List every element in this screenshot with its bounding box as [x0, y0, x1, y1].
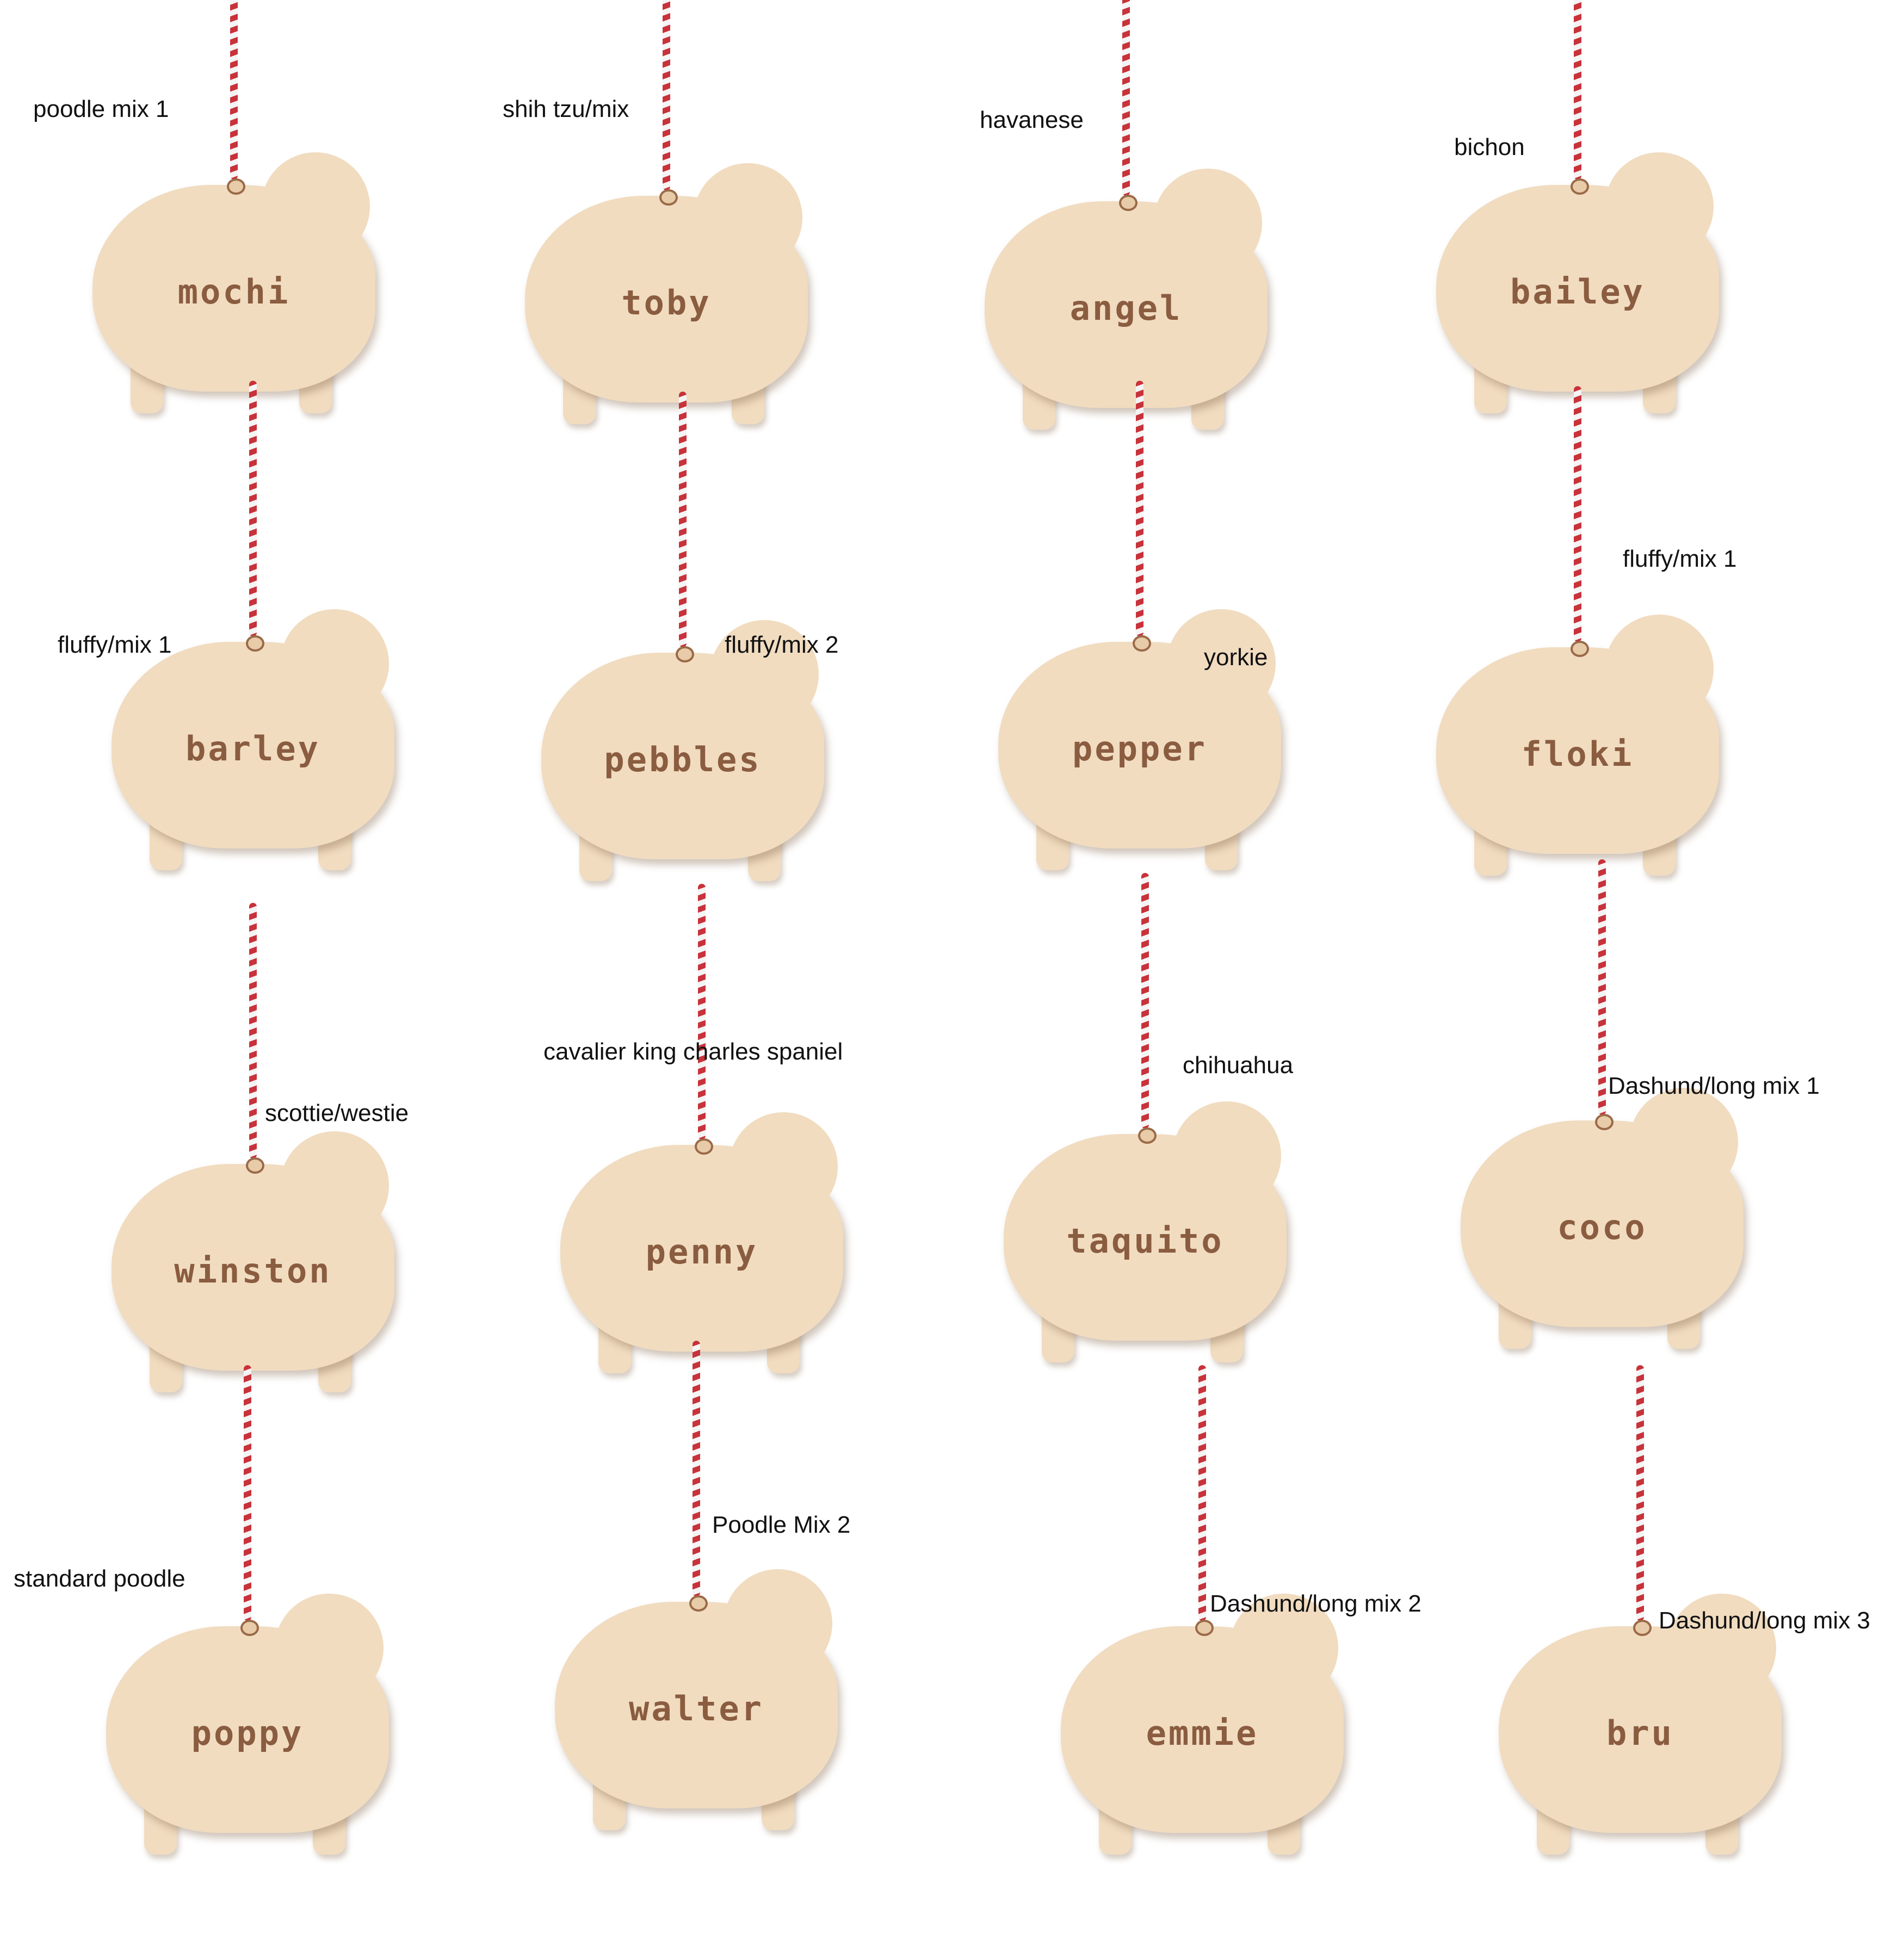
- breed-label: chihuahua: [1183, 1052, 1294, 1079]
- engraved-name: walter: [629, 1689, 764, 1728]
- engraved-name: poppy: [191, 1713, 304, 1753]
- twine-string: [1598, 859, 1606, 1115]
- engraved-name: pebbles: [604, 740, 762, 779]
- twine-string: [244, 1365, 251, 1621]
- hanging-hole: [1119, 195, 1138, 211]
- hanging-hole: [246, 1157, 264, 1174]
- twine-string: [1122, 0, 1130, 196]
- engraved-name: penny: [645, 1232, 758, 1272]
- dog-ornament[interactable]: barley: [112, 381, 394, 870]
- breed-label: fluffy/mix 1: [1623, 546, 1737, 572]
- twine-string: [663, 0, 670, 190]
- ornament-head: [1167, 609, 1276, 718]
- ornament-head: [724, 1569, 832, 1678]
- hanging-hole: [246, 635, 264, 652]
- engraved-name: mochi: [177, 272, 290, 312]
- hanging-hole: [1595, 1114, 1614, 1130]
- engraved-name: barley: [186, 729, 320, 769]
- breed-label: shih tzu/mix: [503, 96, 629, 122]
- hanging-hole: [1571, 641, 1589, 657]
- twine-string: [249, 903, 257, 1158]
- breed-label: cavalier king charles spaniel: [543, 1038, 843, 1065]
- dog-ornament[interactable]: pepper: [998, 381, 1281, 870]
- dog-ornament[interactable]: penny: [560, 884, 843, 1373]
- ornament-head: [275, 1594, 384, 1702]
- breed-label: Poodle Mix 2: [712, 1511, 851, 1538]
- ornament-head: [1605, 152, 1714, 261]
- engraved-name: bailey: [1510, 272, 1645, 312]
- dog-ornament[interactable]: coco: [1461, 859, 1744, 1349]
- breed-label: Dashund/long mix 3: [1659, 1607, 1870, 1634]
- hanging-hole: [695, 1138, 713, 1155]
- dog-ornament[interactable]: taquito: [1004, 873, 1287, 1362]
- twine-string: [679, 392, 687, 647]
- dog-ornament[interactable]: emmie: [1061, 1365, 1344, 1855]
- hanging-hole: [240, 1620, 259, 1636]
- ornament-head: [729, 1112, 838, 1221]
- engraved-name: angel: [1070, 288, 1183, 328]
- breed-label: standard poodle: [14, 1565, 186, 1592]
- dog-ornament[interactable]: pebbles: [541, 392, 824, 881]
- hanging-hole: [1133, 635, 1151, 652]
- twine-string: [1574, 386, 1581, 642]
- ornament-head: [1153, 169, 1262, 277]
- dog-ornament[interactable]: winston: [112, 903, 394, 1392]
- engraved-name: coco: [1557, 1207, 1647, 1247]
- ornament-head: [1667, 1594, 1776, 1702]
- engraved-name: winston: [174, 1251, 332, 1291]
- breed-label: poodle mix 1: [33, 96, 169, 122]
- ornament-head: [694, 163, 802, 272]
- dog-ornament[interactable]: bailey: [1436, 0, 1719, 413]
- hanging-hole: [689, 1595, 708, 1612]
- breed-label: yorkie: [1204, 644, 1268, 671]
- dog-ornament[interactable]: mochi: [92, 0, 375, 413]
- breed-label: Dashund/long mix 1: [1608, 1073, 1820, 1099]
- twine-string: [1136, 381, 1143, 636]
- hanging-hole: [227, 178, 245, 195]
- dog-ornament[interactable]: walter: [555, 1341, 838, 1830]
- breed-label: havanese: [980, 107, 1084, 133]
- twine-string: [249, 381, 257, 636]
- engraved-name: pepper: [1072, 729, 1207, 769]
- hanging-hole: [1138, 1127, 1157, 1144]
- ornament-head: [1229, 1594, 1338, 1702]
- ornament-head: [280, 609, 389, 718]
- twine-string: [698, 884, 706, 1139]
- twine-string: [693, 1341, 700, 1596]
- twine-string: [1141, 873, 1149, 1129]
- breed-label: fluffy/mix 2: [725, 631, 839, 658]
- ornament-head: [1172, 1101, 1281, 1210]
- dog-ornament[interactable]: poppy: [106, 1365, 389, 1855]
- hanging-hole: [1633, 1620, 1652, 1636]
- breed-label: Dashund/long mix 2: [1210, 1590, 1421, 1617]
- engraved-name: bru: [1606, 1713, 1674, 1753]
- breed-label: fluffy/mix 1: [58, 631, 172, 658]
- engraved-name: taquito: [1066, 1221, 1224, 1261]
- twine-string: [1636, 1365, 1644, 1621]
- dog-ornament[interactable]: angel: [985, 0, 1268, 430]
- breed-label: scottie/westie: [265, 1100, 409, 1126]
- ornament-head: [710, 620, 819, 729]
- dog-ornament[interactable]: floki: [1436, 386, 1719, 876]
- breed-label: bichon: [1454, 134, 1525, 160]
- engraved-name: floki: [1521, 734, 1634, 774]
- ornament-head: [1629, 1088, 1738, 1197]
- ornament-head: [261, 152, 370, 261]
- ornament-head: [1605, 615, 1714, 723]
- ornament-head: [280, 1131, 389, 1240]
- hanging-hole: [676, 646, 694, 662]
- twine-string: [230, 0, 238, 179]
- engraved-name: toby: [621, 283, 712, 323]
- hanging-hole: [659, 189, 678, 206]
- twine-string: [1574, 0, 1581, 179]
- twine-string: [1198, 1365, 1206, 1621]
- hanging-hole: [1571, 178, 1589, 195]
- dog-ornament[interactable]: bru: [1499, 1365, 1782, 1855]
- dog-ornament[interactable]: toby: [525, 0, 808, 424]
- engraved-name: emmie: [1146, 1713, 1259, 1753]
- hanging-hole: [1195, 1620, 1214, 1636]
